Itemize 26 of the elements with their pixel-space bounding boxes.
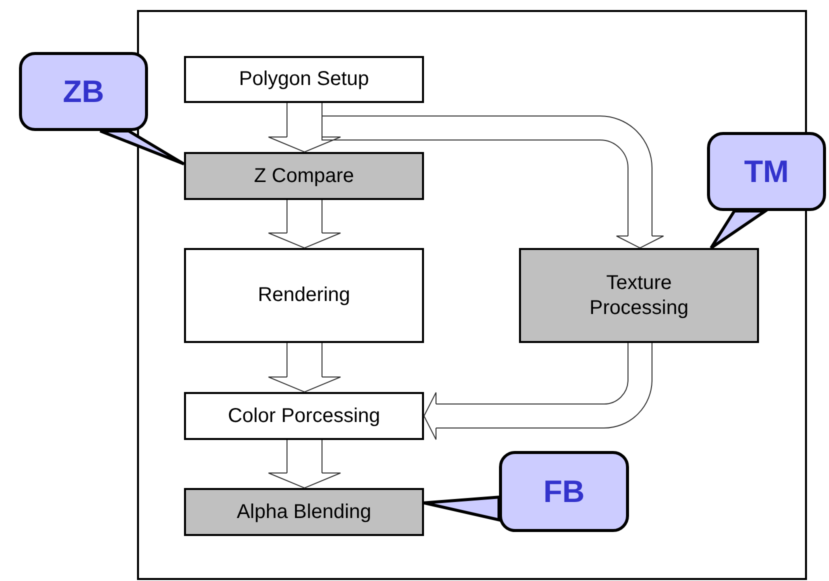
process-box: [184, 152, 424, 200]
node-label: Rendering: [258, 283, 350, 308]
callout-pointer: [422, 496, 500, 522]
node-label: Polygon Setup: [238, 67, 370, 92]
process-box: [519, 248, 759, 343]
frame-box: [137, 10, 807, 580]
node-label: Color Porcessing: [228, 404, 380, 428]
callout-label: TM: [744, 154, 789, 190]
process-box: [184, 248, 424, 343]
block-arrow: [424, 342, 652, 440]
block-arrow: [268, 440, 341, 488]
node-label: Alpha Blending: [236, 500, 372, 524]
block-arrow: [268, 342, 341, 392]
block-arrow: [322, 102, 664, 248]
callout-pointer: [98, 130, 186, 166]
callout-pointer: [710, 210, 770, 250]
block-arrow: [268, 102, 341, 152]
process-box: [184, 488, 424, 536]
callout-label: ZB: [62, 74, 104, 110]
process-box: [184, 392, 424, 440]
block-arrow: [268, 200, 341, 248]
process-box: [184, 56, 424, 103]
callout-label: FB: [543, 474, 585, 510]
node-label: Z Compare: [254, 164, 354, 188]
callout-bubble: [499, 451, 629, 532]
node-label: Texture Processing: [588, 270, 690, 320]
